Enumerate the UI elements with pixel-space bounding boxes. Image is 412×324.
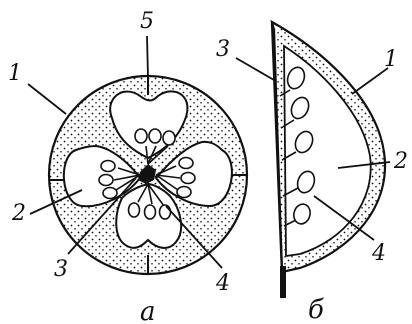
leader-b-1 [352, 68, 388, 94]
seed [149, 129, 161, 143]
seed [135, 129, 147, 143]
seed [181, 173, 195, 184]
label-a-2: 2 [11, 201, 26, 226]
seed [145, 205, 156, 219]
leader-b-3 [236, 58, 274, 80]
leader-a-1 [28, 84, 66, 114]
label-a-1: 1 [8, 61, 22, 86]
leader-a-5 [147, 36, 148, 78]
label-b-3: 3 [216, 37, 230, 62]
seed [179, 158, 193, 169]
label-b-2: 2 [393, 149, 408, 174]
figure-a: 1 5 2 3 4 а [8, 9, 247, 324]
seed [129, 203, 140, 217]
label-a-3: 3 [54, 257, 68, 282]
label-a-5: 5 [140, 9, 154, 34]
seed [103, 188, 117, 199]
seed [99, 175, 113, 186]
pod-stalk [280, 266, 286, 298]
label-b-4: 4 [371, 241, 386, 266]
caption-b: б [308, 295, 324, 324]
seed [101, 161, 115, 172]
seed [177, 187, 191, 198]
seed [160, 205, 171, 219]
seed [163, 131, 175, 145]
label-a-4: 4 [215, 271, 230, 296]
caption-a: а [140, 297, 156, 324]
label-b-1: 1 [384, 47, 398, 72]
